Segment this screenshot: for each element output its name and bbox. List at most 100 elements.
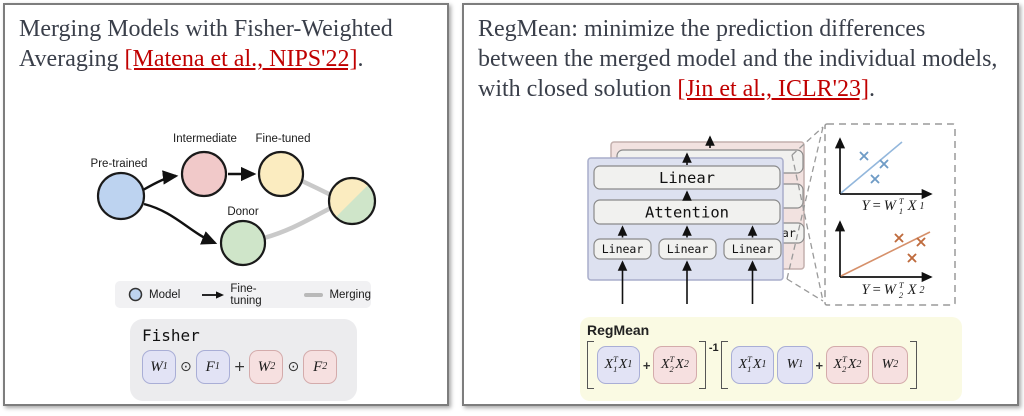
regression-detail-box xyxy=(824,123,956,306)
regmean-diagram: Linear Linear Attention Linear Linear Li… xyxy=(587,123,956,306)
g2t0-sub: 1 xyxy=(747,364,752,374)
eq2-equals: = xyxy=(872,282,881,299)
g1t0-sup: T xyxy=(613,354,618,365)
merging-edge-finetuned xyxy=(299,178,336,199)
f2-base: F xyxy=(313,358,323,375)
close-bracket-2 xyxy=(910,341,918,389)
g2t3-sub: 2 xyxy=(842,364,847,374)
f1-base: F xyxy=(205,358,215,375)
legend-label-finetuning: Fine-tuning xyxy=(230,282,262,307)
eq1-w-sub: 1 xyxy=(898,205,904,216)
label-pretrained: Pre-trained xyxy=(91,158,148,170)
node-pretrained xyxy=(96,171,146,221)
zoom-connector-1 xyxy=(791,126,824,156)
eq1-equals: = xyxy=(872,198,881,215)
g1t0-b1: X xyxy=(604,357,614,372)
merging-line-icon xyxy=(304,292,324,297)
regmean-plus-2: + xyxy=(815,357,824,373)
g2t1-base: W xyxy=(786,357,799,372)
hadamard-op: ⊙ xyxy=(180,359,192,375)
w1-base: W xyxy=(150,358,163,375)
arrow-pretrained-donor xyxy=(143,202,218,245)
fisher-label: Fisher xyxy=(142,326,200,345)
plus-op: + xyxy=(233,359,246,375)
linear-small-label-1: Linear xyxy=(602,242,644,256)
eq1-w-sup: T xyxy=(898,196,904,206)
g1t2-sub: 2 xyxy=(669,364,674,374)
label-intermediate: Intermediate xyxy=(173,133,237,145)
zoom-connector-2 xyxy=(791,154,824,302)
model-circle-icon xyxy=(128,287,143,302)
regmean-label: RegMean xyxy=(587,322,650,338)
linear-small-box-1 xyxy=(593,238,652,260)
right-title-period: . xyxy=(868,76,875,102)
g2t0-b1: X xyxy=(738,357,748,372)
legend-label-merging: Merging xyxy=(329,288,371,301)
node-merged-yellow-half xyxy=(328,177,369,218)
eq2-w: W xyxy=(883,282,896,299)
g2t3-b1: X xyxy=(833,357,843,372)
left-panel: Merging Models with Fisher-Weighted Aver… xyxy=(3,3,449,406)
g1t2-b2: X xyxy=(675,357,684,372)
g1t0-sub: 1 xyxy=(613,364,618,374)
eq2-x: X xyxy=(907,282,917,299)
fisher-merging-diagram: Pre-trained Intermediate Fine-tuned Dono… xyxy=(91,133,377,267)
eq1-w: W xyxy=(883,198,896,215)
g1t2-b1: X xyxy=(660,357,670,372)
inverse-superscript: -1 xyxy=(708,342,719,354)
eq2-lhs: Y xyxy=(861,282,870,299)
linear-top-label: Linear xyxy=(659,169,715,187)
hadamard-op2: ⊙ xyxy=(287,359,300,375)
plot1-x-marks xyxy=(859,151,889,184)
label-donor: Donor xyxy=(227,206,258,218)
linear-top-box xyxy=(593,165,781,190)
right-panel-title: RegMean: minimize the prediction differe… xyxy=(464,5,1017,104)
legend: Model Fine-tuning Merging xyxy=(115,281,371,308)
node-finetuned xyxy=(257,150,305,198)
left-title-period: . xyxy=(357,46,364,72)
g1t2-sup: T xyxy=(669,354,675,365)
open-bracket-2 xyxy=(721,341,729,389)
linear-small-box-3 xyxy=(723,238,782,260)
linear-small-label-2: Linear xyxy=(667,242,709,256)
w2-base: W xyxy=(257,358,271,375)
left-title-text: Merging Models with Fisher-Weighted Aver… xyxy=(19,16,393,72)
legend-item-merging: Merging xyxy=(304,289,371,301)
plot2-x-marks xyxy=(894,233,926,263)
eq1-lhs: Y xyxy=(861,198,870,215)
left-title-citation[interactable]: [Matena et al., NIPS'22] xyxy=(124,46,358,72)
zoom-connector-4 xyxy=(786,278,824,302)
regmean-plus-1: + xyxy=(642,357,651,373)
arrow-pretrained-intermediate xyxy=(142,170,179,192)
legend-item-model: Model xyxy=(128,287,180,302)
plot1-regression-line xyxy=(840,141,903,194)
label-finetuned: Fine-tuned xyxy=(256,133,311,145)
g2t0-b2: X xyxy=(752,357,762,372)
right-title-citation[interactable]: [Jin et al., ICLR'23] xyxy=(677,76,869,102)
linear-small-label-3: Linear xyxy=(732,242,774,256)
eq1-x: X xyxy=(907,198,917,215)
close-bracket-1 xyxy=(699,341,707,389)
g2t0-sup: T xyxy=(747,354,752,365)
plot2-regression-line xyxy=(840,231,931,277)
right-panel: RegMean: minimize the prediction differe… xyxy=(462,3,1019,406)
merging-edge-donor xyxy=(261,204,336,241)
node-merged-outline xyxy=(327,176,377,226)
fine-tuning-arrow-icon xyxy=(202,290,225,299)
node-donor xyxy=(219,219,267,267)
